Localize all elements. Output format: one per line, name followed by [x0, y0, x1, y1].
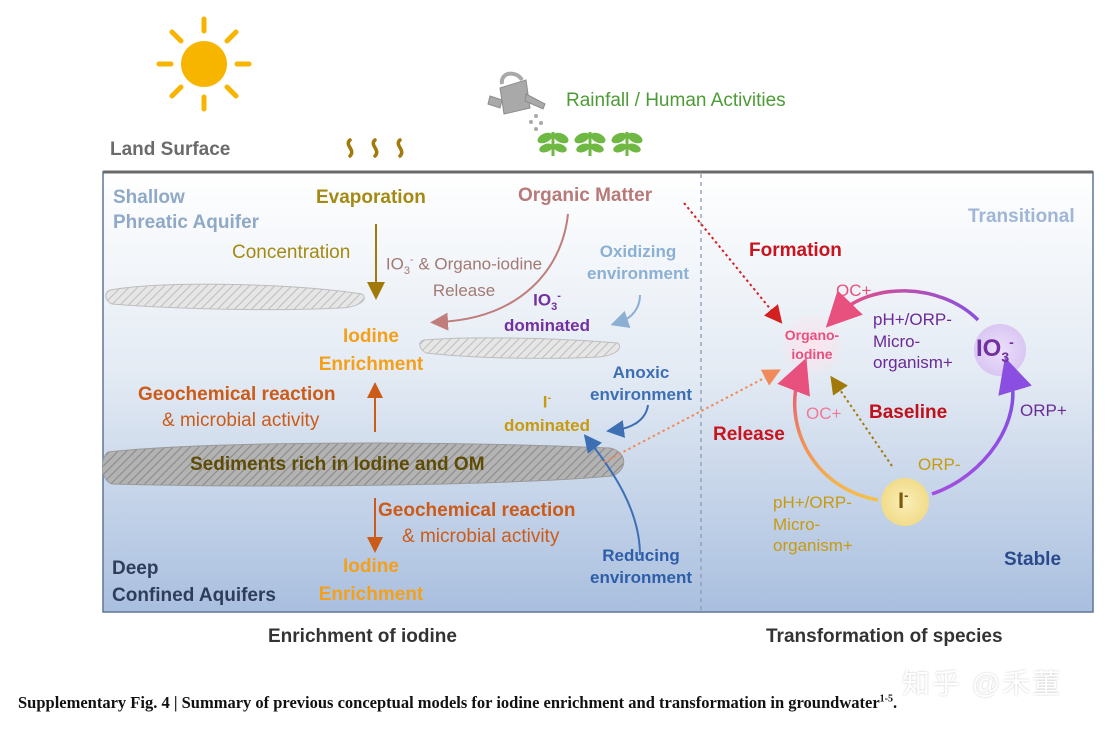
ph-orp-upper-label: pH+/ORP- Micro- organism+ [873, 310, 953, 373]
land-surface-label: Land Surface [110, 139, 231, 160]
aquifer-box [102, 171, 1094, 613]
right-footer-label: Transformation of species [766, 626, 1003, 647]
shallow-aquifer-label: Shallow Phreatic Aquifer [113, 187, 260, 233]
geochem-upper-label: Geochemical reaction [138, 384, 336, 405]
oxidizing-arrow [610, 294, 641, 329]
organo-iodine-label: Organo- iodine [784, 327, 840, 363]
formation-label: Formation [749, 240, 842, 261]
organic-matter-label: Organic Matter [518, 185, 653, 206]
sediments-label: Sediments rich in Iodine and OM [190, 454, 485, 475]
sun-icon [156, 16, 252, 112]
oc-plus-top-label: OC+ [836, 281, 872, 300]
plant-icon [537, 132, 643, 156]
iodide-node [881, 478, 929, 526]
oc-plus-mid-label: OC+ [806, 404, 842, 423]
concentration-label: Concentration [232, 242, 351, 263]
baseline-arrow [830, 375, 893, 467]
reducing-arrow [583, 434, 641, 556]
io3-dominated-label: IO3- dominated [504, 290, 590, 335]
release-dotted-arrow [603, 369, 781, 463]
orp-plus-label: ORP+ [1020, 401, 1067, 420]
microbial-upper-label: & microbial activity [162, 410, 320, 431]
reducing-environment-label: Reducing environment [589, 546, 693, 587]
left-footer-label: Enrichment of iodine [268, 626, 457, 647]
deep-aquifer-label: Deep Confined Aquifers [112, 558, 276, 606]
formation-arrow [683, 202, 783, 324]
figure-caption: Supplementary Fig. 4 | Summary of previo… [18, 693, 898, 712]
evaporation-label: Evaporation [316, 187, 426, 208]
clay-lens-upper [105, 283, 365, 311]
stable-label: Stable [1004, 549, 1062, 570]
release-arrow [430, 213, 569, 331]
iodine-enrichment-upper-label: Iodine Enrichment [318, 326, 424, 375]
i-dominated-label: I- dominated [504, 392, 590, 436]
release-label: Release [713, 424, 785, 445]
iodide-label: I- [898, 487, 909, 513]
transitional-label: Transitional [968, 206, 1075, 227]
oxidizing-environment-label: Oxidizing environment [586, 242, 690, 283]
ph-orp-lower-label: pH+/ORP- Micro- organism+ [773, 493, 853, 556]
anoxic-environment-label: Anoxic environment [589, 363, 693, 404]
watermark-text: 知乎 @禾董 [902, 668, 1063, 699]
geochem-lower-label: Geochemical reaction [378, 500, 576, 521]
iodine-enrichment-lower-label: Iodine Enrichment [318, 556, 424, 605]
rainfall-label: Rainfall / Human Activities [566, 90, 786, 111]
anoxic-arrow [606, 404, 649, 438]
iodide-to-organo-arrow [777, 357, 879, 502]
sediment-layer [102, 442, 625, 487]
evaporation-wave-icon [346, 138, 404, 158]
io3-label: IO3- [976, 334, 1014, 365]
orp-minus-label: ORP- [918, 455, 961, 474]
oxidation-to-organo-arrow [825, 289, 980, 328]
clay-lens-middle [419, 337, 620, 359]
io3-organo-release-label: IO3- & Organo-iodine Release [385, 254, 543, 300]
iodide-to-io3-arrow [931, 357, 1032, 496]
watering-can-icon [487, 71, 546, 131]
baseline-label: Baseline [869, 402, 948, 423]
microbial-lower-label: & microbial activity [402, 526, 560, 547]
